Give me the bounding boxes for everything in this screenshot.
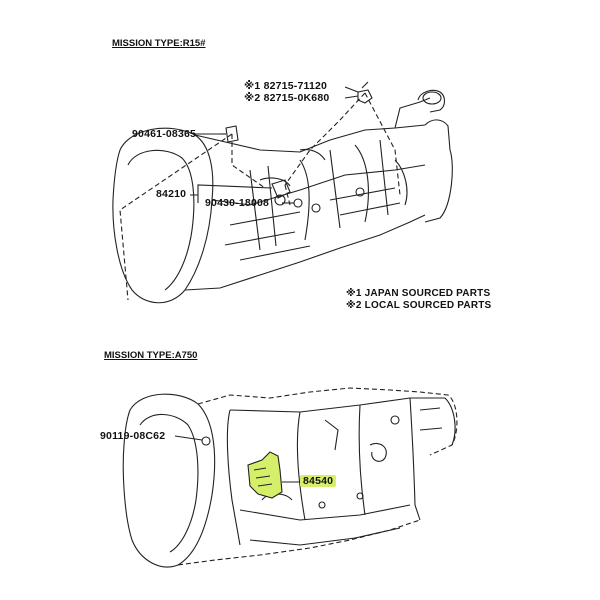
part-90119-08c62[interactable]: 90119-08C62 [100,430,166,442]
section-header-a750: MISSION TYPE:A750 [104,350,198,361]
part-84210[interactable]: 84210 [156,188,187,200]
note-japan-sourced: ※1 JAPAN SOURCED PARTS [346,288,491,299]
part-82715-0k680[interactable]: ※2 82715-0K680 [244,92,330,104]
part-90461-08365[interactable]: 90461-08365 [132,128,197,140]
part-82715-71120[interactable]: ※1 82715-71120 [244,80,328,92]
part-90430-18008[interactable]: 90430-18008 [205,197,270,209]
automatic-transmission-drawing [122,387,458,568]
section-header-r15: MISSION TYPE:R15# [112,38,206,49]
note-local-sourced: ※2 LOCAL SOURCED PARTS [346,300,492,311]
manual-transmission-drawing [112,81,453,304]
part-84540[interactable]: 84540 [300,475,337,487]
